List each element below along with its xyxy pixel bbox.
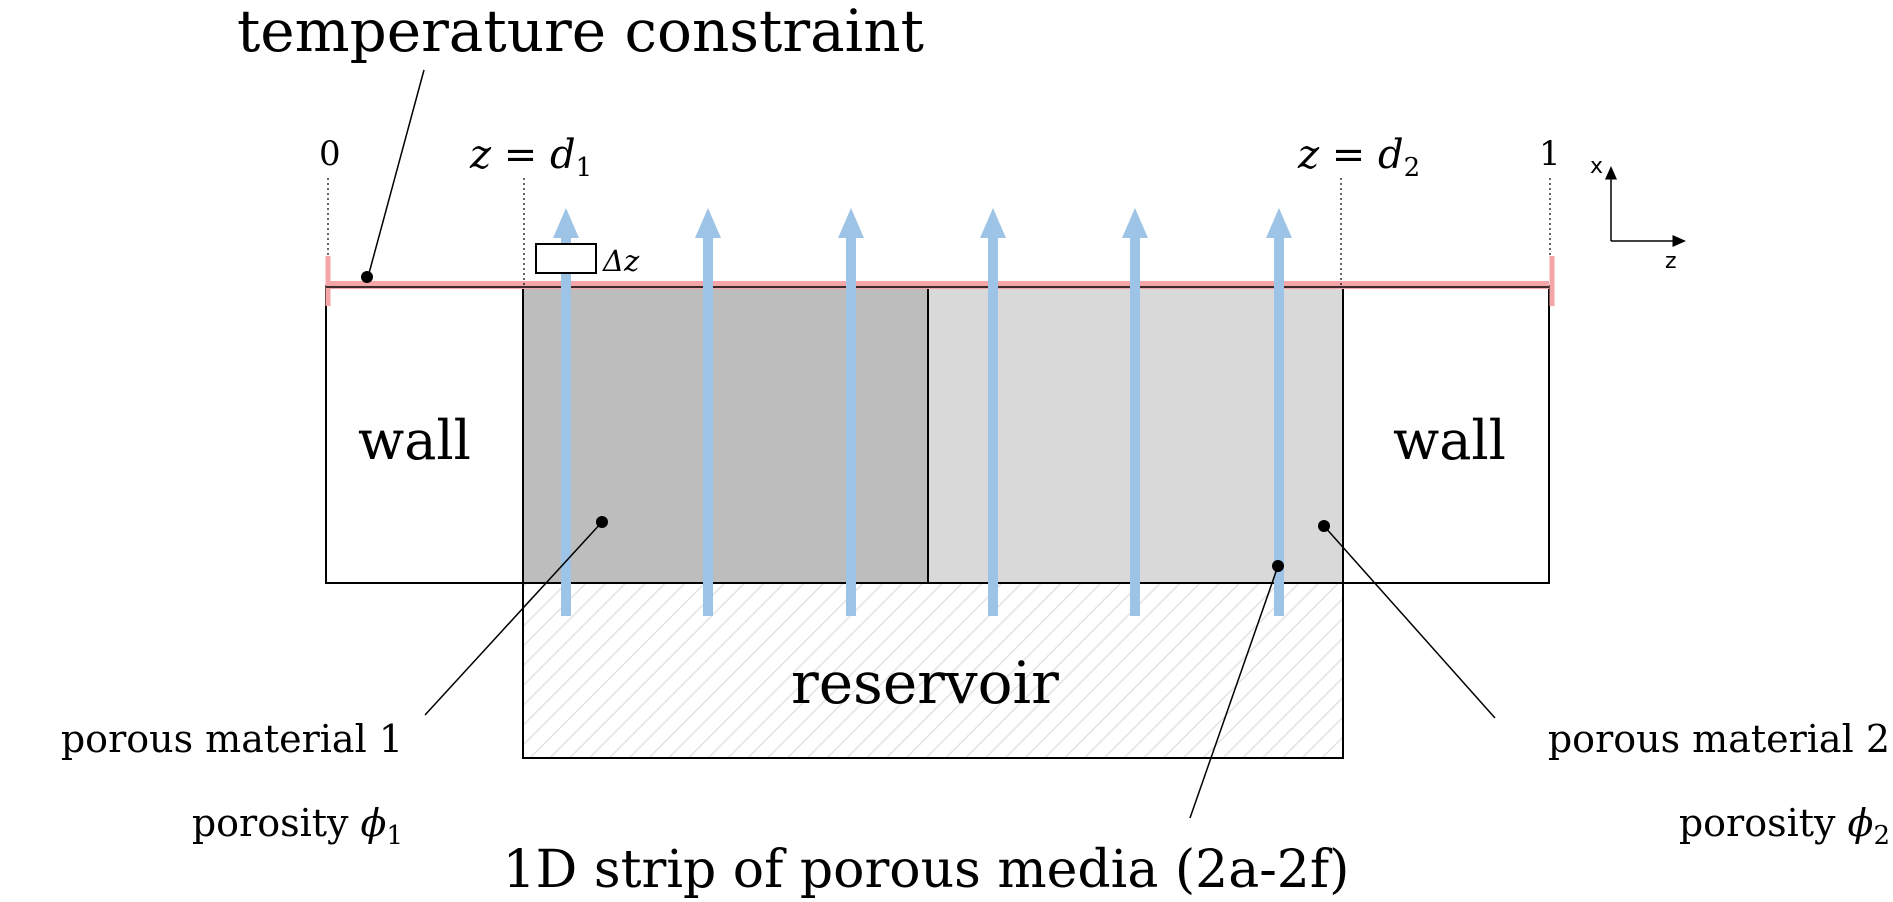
axis-indicator: x z (1590, 154, 1686, 274)
marker-label-d2: z = d2 (1297, 132, 1420, 183)
axis-z-label: z (1665, 249, 1677, 274)
reservoir-region (522, 582, 1344, 759)
porosity-2-label: porosity ϕ2 (1679, 801, 1890, 851)
flow-arrow (1122, 208, 1148, 616)
wall-label-left: wall (358, 409, 471, 472)
wall-label-right: wall (1393, 409, 1506, 472)
1d-strip-label: 1D strip of porous media (2a-2f) (503, 840, 1350, 900)
reservoir-label: reservoir (791, 649, 1059, 717)
flow-arrow (838, 208, 864, 616)
axis-x-label: x (1590, 154, 1603, 179)
temperature-constraint-label: temperature constraint (237, 0, 924, 65)
marker-label-d1: z = d1 (469, 132, 592, 183)
flow-arrow (1266, 208, 1292, 616)
dot-temperature-constraint (361, 271, 373, 283)
delta-z-label: Δz (602, 244, 640, 278)
dot-porous-material-1 (596, 516, 608, 528)
dot-1d-strip (1272, 560, 1284, 572)
porous-material-1-label: porous material 1 (61, 717, 403, 761)
delta-z-box (535, 243, 597, 274)
flow-arrow (980, 208, 1006, 616)
dot-porous-material-2 (1318, 520, 1330, 532)
porous-material-2-label: porous material 2 (1548, 717, 1890, 761)
porous-material-1-block (522, 285, 929, 584)
leader-temperature-constraint (367, 69, 425, 278)
marker-label-0: 0 (319, 134, 341, 174)
leader-porous-material-1 (424, 521, 603, 716)
leader-porous-material-2 (1323, 525, 1496, 719)
leader-1d-strip (1189, 565, 1279, 819)
flow-arrow (695, 208, 721, 616)
flow-arrow (553, 208, 579, 616)
right-wall-block (1342, 285, 1550, 584)
marker-label-1: 1 (1539, 134, 1561, 174)
porosity-1-label: porosity ϕ1 (192, 801, 403, 851)
